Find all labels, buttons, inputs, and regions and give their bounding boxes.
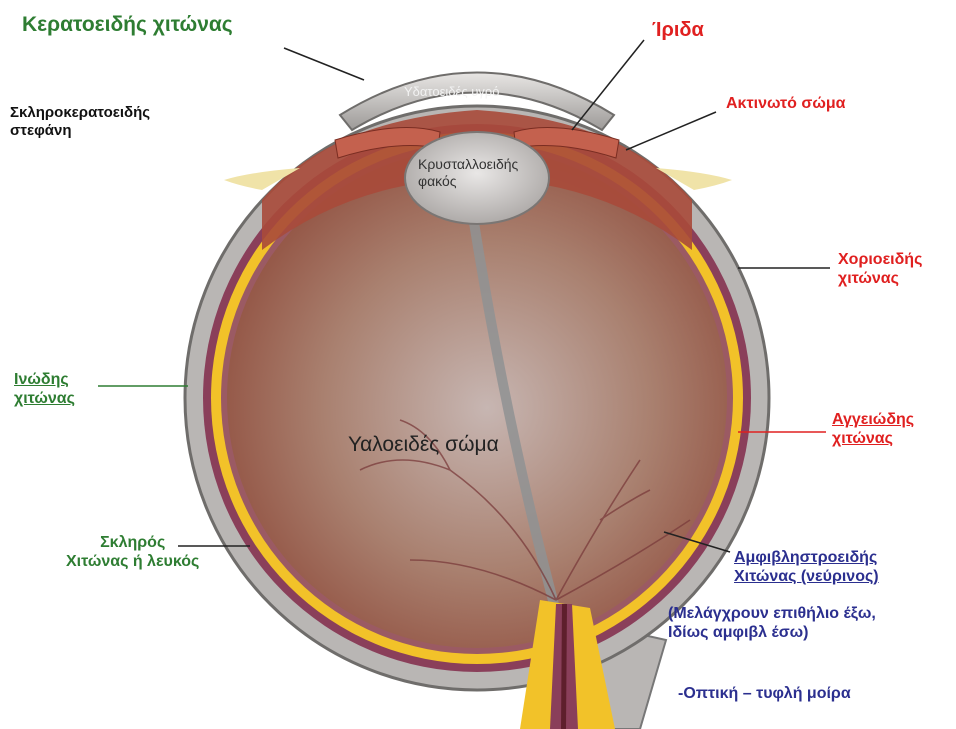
vascular-tunic-label-line1: Αγγειώδης [832, 410, 914, 429]
cornea-label: Κερατοειδής χιτώνας [22, 12, 233, 37]
lens-label: Κρυσταλλοειδής φακός [418, 156, 518, 190]
retina-note-line2: Ιδίως αμφιβλ έσω) [668, 623, 876, 642]
retina-note: (Μελάγχρουν επιθήλιο έξω, Ιδίως αμφιβλ έ… [668, 604, 876, 642]
lens-label-line2: φακός [418, 173, 518, 190]
aqueous-humor-label: Υδατοειδές υγρό [404, 84, 499, 100]
retina-label-line2: Χιτώνας (νεύρινος) [734, 567, 879, 586]
corneoscleral-label-line1: Σκληροκερατοειδής [10, 104, 150, 122]
retina-note-line1: (Μελάγχρουν επιθήλιο έξω, [668, 604, 876, 623]
retina-label-line1: Αμφιβληστροειδής [734, 548, 879, 567]
ciliary-body-label: Ακτινωτό σώμα [726, 94, 845, 113]
vascular-tunic-label-line2: χιτώνας [832, 429, 914, 448]
lens-label-line1: Κρυσταλλοειδής [418, 156, 518, 173]
retina-label: Αμφιβληστροειδής Χιτώνας (νεύρινος) [734, 548, 879, 586]
vascular-tunic-label: Αγγειώδης χιτώνας [832, 410, 914, 448]
iris-label: Ίριδα [652, 18, 704, 42]
choroid-label-line1: Χοριοειδής [838, 250, 922, 269]
sclera-label: Σκληρός Χιτώνας ή λευκός [66, 533, 199, 571]
fibrous-tunic-label-line2: χιτώνας [14, 389, 75, 408]
vitreous-body-label: Υαλοειδές σώμα [348, 432, 499, 457]
sclera-label-line1: Σκληρός [66, 533, 199, 552]
fibrous-tunic-label: Ινώδης χιτώνας [14, 370, 75, 408]
sclera-label-line2: Χιτώνας ή λευκός [66, 552, 199, 571]
optic-blind-part-label: -Οπτική – τυφλή μοίρα [678, 684, 851, 703]
fibrous-tunic-label-line1: Ινώδης [14, 370, 75, 389]
choroid-label-line2: χιτώνας [838, 269, 922, 288]
choroid-label: Χοριοειδής χιτώνας [838, 250, 922, 288]
corneoscleral-label-line2: στεφάνη [10, 122, 150, 140]
corneoscleral-label: Σκληροκερατοειδής στεφάνη [10, 104, 150, 140]
